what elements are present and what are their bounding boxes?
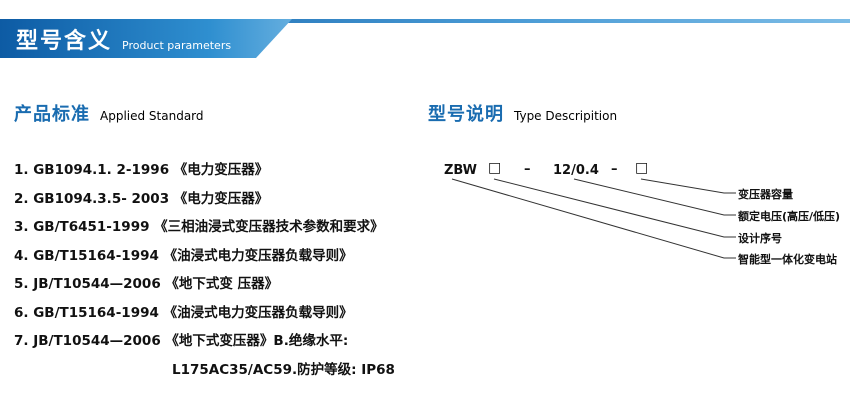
header-band: 型号含义 Product parameters [0, 19, 292, 58]
list-item: 2. GB1094.3.5- 2003 《电力变压器》 [14, 190, 269, 207]
type-description-heading: 型号说明 Type Descripition [428, 100, 617, 126]
connector-line-design [493, 178, 736, 238]
list-item: 5. JB/T10544—2006 《地下式变 压器》 [14, 276, 279, 292]
type-description-heading-cn: 型号说明 [428, 104, 504, 125]
diagram-label-design: 设计序号 [738, 232, 782, 245]
model-designation-diagram: ZBW □ – 12/0.4 – □ 变压器容量 额定电压(高压/低压) 设计序… [428, 155, 850, 295]
type-description-heading-en: Type Descripition [514, 109, 618, 123]
list-item: 7. JB/T10544—2006 《地下式变压器》B.绝缘水平: [14, 333, 349, 349]
connector-line-capacity [640, 178, 736, 194]
applied-standard-heading-en: Applied Standard [100, 109, 204, 123]
model-box-design: □ [488, 160, 502, 176]
standards-list: 1. GB1094.1. 2-1996 《电力变压器》 2. GB1094.3.… [14, 156, 414, 384]
diagram-label-type: 智能型一体化变电站 [738, 253, 837, 266]
connector-lines [451, 178, 736, 259]
list-item: 3. GB/T6451-1999 《三相油浸式变压器技术参数和要求》 [14, 219, 384, 235]
list-item: 6. GB/T15164-1994 《油浸式电力变压器负载导则》 [14, 304, 353, 321]
diagram-label-capacity: 变压器容量 [738, 188, 793, 201]
applied-standard-heading: 产品标准 Applied Standard [14, 100, 204, 126]
diagram-label-voltage: 额定电压(高压/低压) [738, 210, 841, 223]
header-accent-line [0, 19, 850, 23]
model-box-capacity: □ [635, 160, 649, 176]
model-voltage: 12/0.4 [553, 163, 599, 178]
page-title: 型号含义 [16, 29, 113, 54]
page-subtitle: Product parameters [122, 39, 232, 52]
model-dash: – [611, 162, 618, 177]
list-item: 1. GB1094.1. 2-1996 《电力变压器》 [14, 162, 269, 178]
connector-line-voltage [573, 178, 736, 216]
applied-standard-heading-cn: 产品标准 [14, 104, 90, 125]
model-prefix: ZBW [444, 163, 477, 178]
list-item-continuation: L175AC35/AC59.防护等级: IP68 [172, 361, 395, 378]
model-dash: – [524, 162, 531, 177]
connector-line-type [451, 178, 736, 259]
list-item: 4. GB/T15164-1994 《油浸式电力变压器负载导则》 [14, 247, 353, 264]
